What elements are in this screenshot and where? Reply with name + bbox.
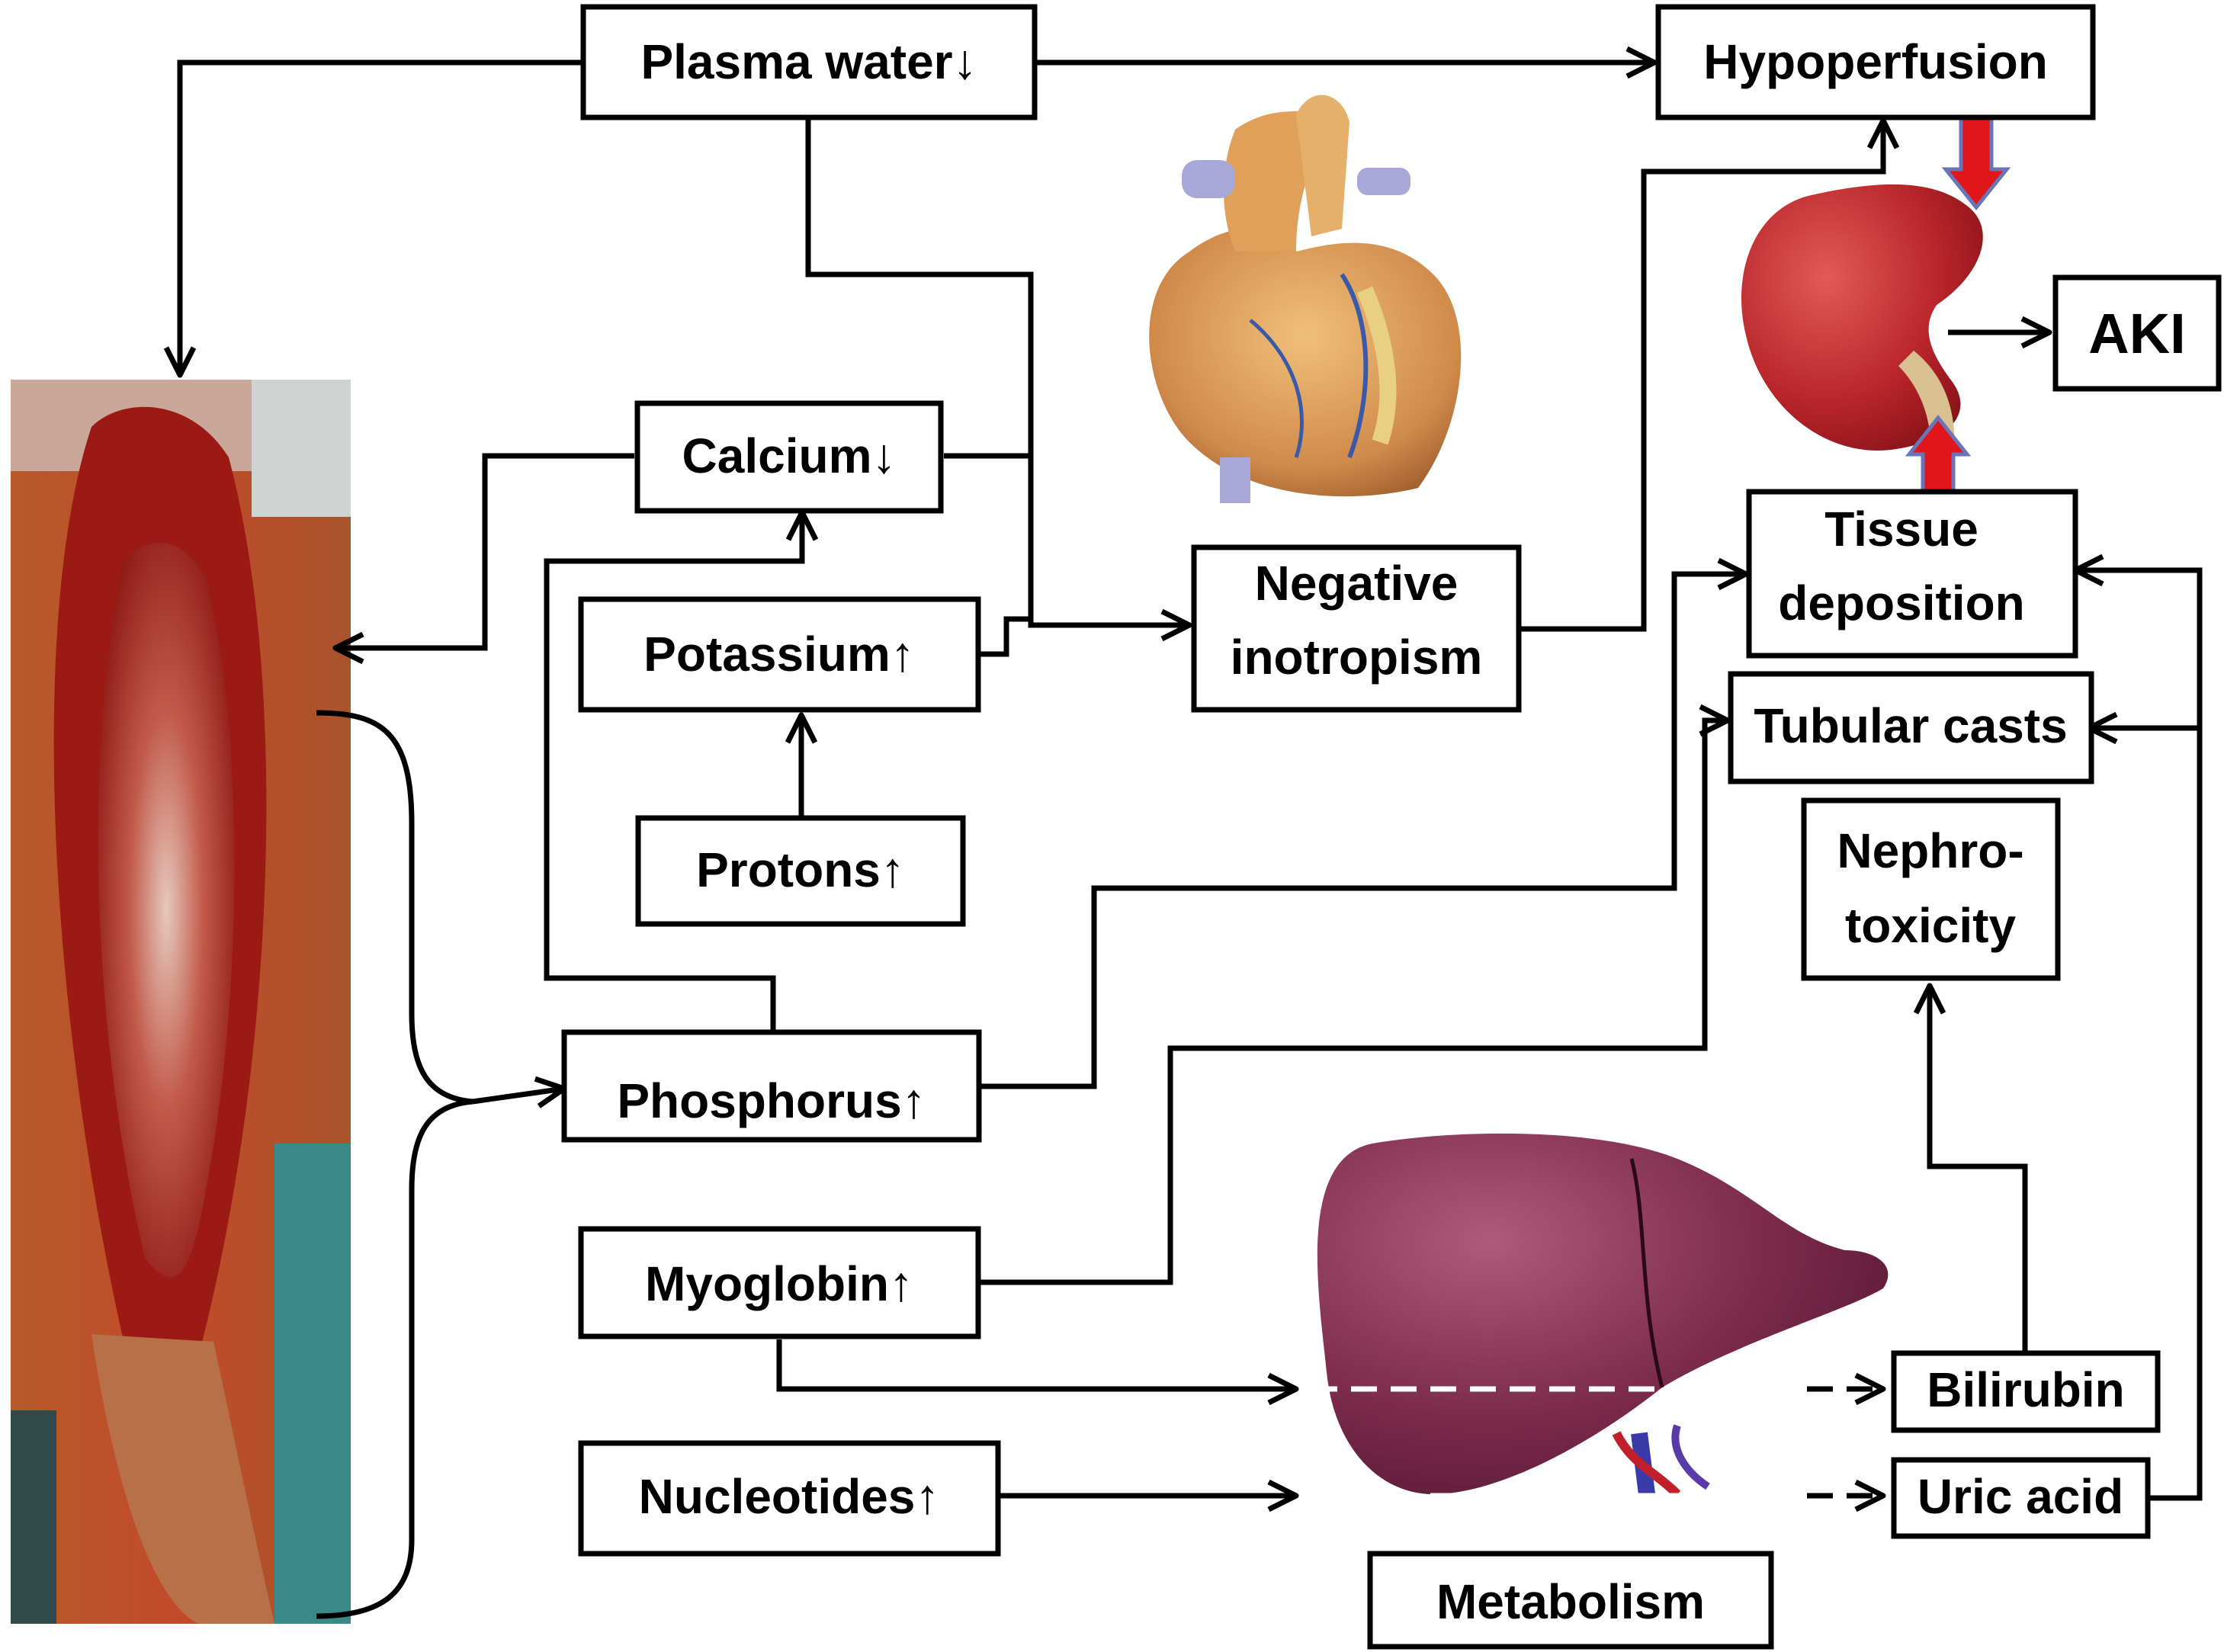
myoglobin-label: Myoglobin↑ [645, 1256, 913, 1311]
box-nucleotides [578, 1440, 1001, 1557]
arrow-plasma-to-wound [163, 59, 587, 378]
red-arrow-down-icon [1941, 114, 2011, 211]
box-protons [635, 815, 966, 927]
box-hypoperfusion [1655, 4, 2096, 120]
plasma-water-label: Plasma water↓ [640, 34, 977, 89]
dashed-arrows [1311, 1372, 1886, 1512]
wound-photo [11, 380, 351, 1624]
nephrotoxicity-label-line2: toxicity [1845, 898, 2016, 953]
box-tubular-casts [1728, 671, 2094, 784]
arrow-phosphorus-to-calcium [544, 509, 819, 1031]
uric-acid-label: Uric acid [1918, 1469, 2123, 1524]
negative-inotropism-label-line2: inotropism [1231, 630, 1483, 685]
box-uric-acid [1891, 1457, 2151, 1539]
arrow-calcium-to-wound [332, 453, 634, 665]
negative-inotropism-label-line1: Negative [1255, 556, 1459, 611]
arrow-brace-to-phosphorus [472, 1076, 567, 1108]
box-bilirubin [1891, 1350, 2161, 1433]
calcium-label: Calcium↓ [682, 428, 897, 483]
box-aki [2052, 274, 2222, 392]
arrow-uric-to-casts [2086, 711, 2203, 1501]
box-potassium [578, 596, 981, 713]
arrow-phosphorus-to-tissue [980, 557, 1749, 1089]
connectors [163, 46, 2203, 1619]
box-plasma-water [580, 4, 1038, 120]
phosphorus-label: Phosphorus↑ [617, 1073, 926, 1128]
box-calcium [634, 400, 944, 514]
box-negative-inotropism [1191, 544, 1522, 713]
arrow-myoglobin-to-liver [776, 1339, 1299, 1406]
potassium-label: Potassium↑ [643, 627, 915, 682]
tissue-deposition-label-line2: deposition [1778, 576, 2025, 630]
box-nephrotoxicity [1801, 797, 2061, 981]
tissue-deposition-label-line1: Tissue [1824, 502, 1978, 557]
tubular-casts-label: Tubular casts [1754, 698, 2067, 753]
liver-illustration [1317, 1133, 1889, 1498]
arrow-plasma-to-inotropism [805, 119, 1192, 642]
arrow-myoglobin-to-casts [980, 704, 1731, 1285]
aki-label: AKI [2088, 302, 2185, 365]
box-tissue-deposition [1746, 489, 2078, 659]
box-myoglobin [578, 1226, 981, 1339]
kidney-red-arrows [1905, 114, 2011, 499]
box-phosphorus [561, 1029, 982, 1143]
box-metabolism [1367, 1551, 1774, 1650]
nucleotides-label: Nucleotides↑ [639, 1469, 940, 1524]
heart-illustration [1149, 95, 1462, 503]
bilirubin-label: Bilirubin [1927, 1362, 2125, 1417]
nephrotoxicity-label-line1: Nephro- [1837, 823, 2023, 878]
metabolism-label: Metabolism [1436, 1574, 1705, 1629]
arrow-bilirubin-to-nephrotoxicity [1913, 983, 2028, 1351]
hypoperfusion-label: Hypoperfusion [1703, 34, 2048, 89]
arrow-inotropism-to-hypoperfusion [1519, 117, 1900, 632]
brace-wound-to-phosphorus [316, 710, 473, 1619]
line-potassium-to-trunk [980, 616, 1031, 657]
arrow-uric-to-tissue [2072, 553, 2203, 728]
protons-label: Protons↑ [696, 842, 905, 897]
